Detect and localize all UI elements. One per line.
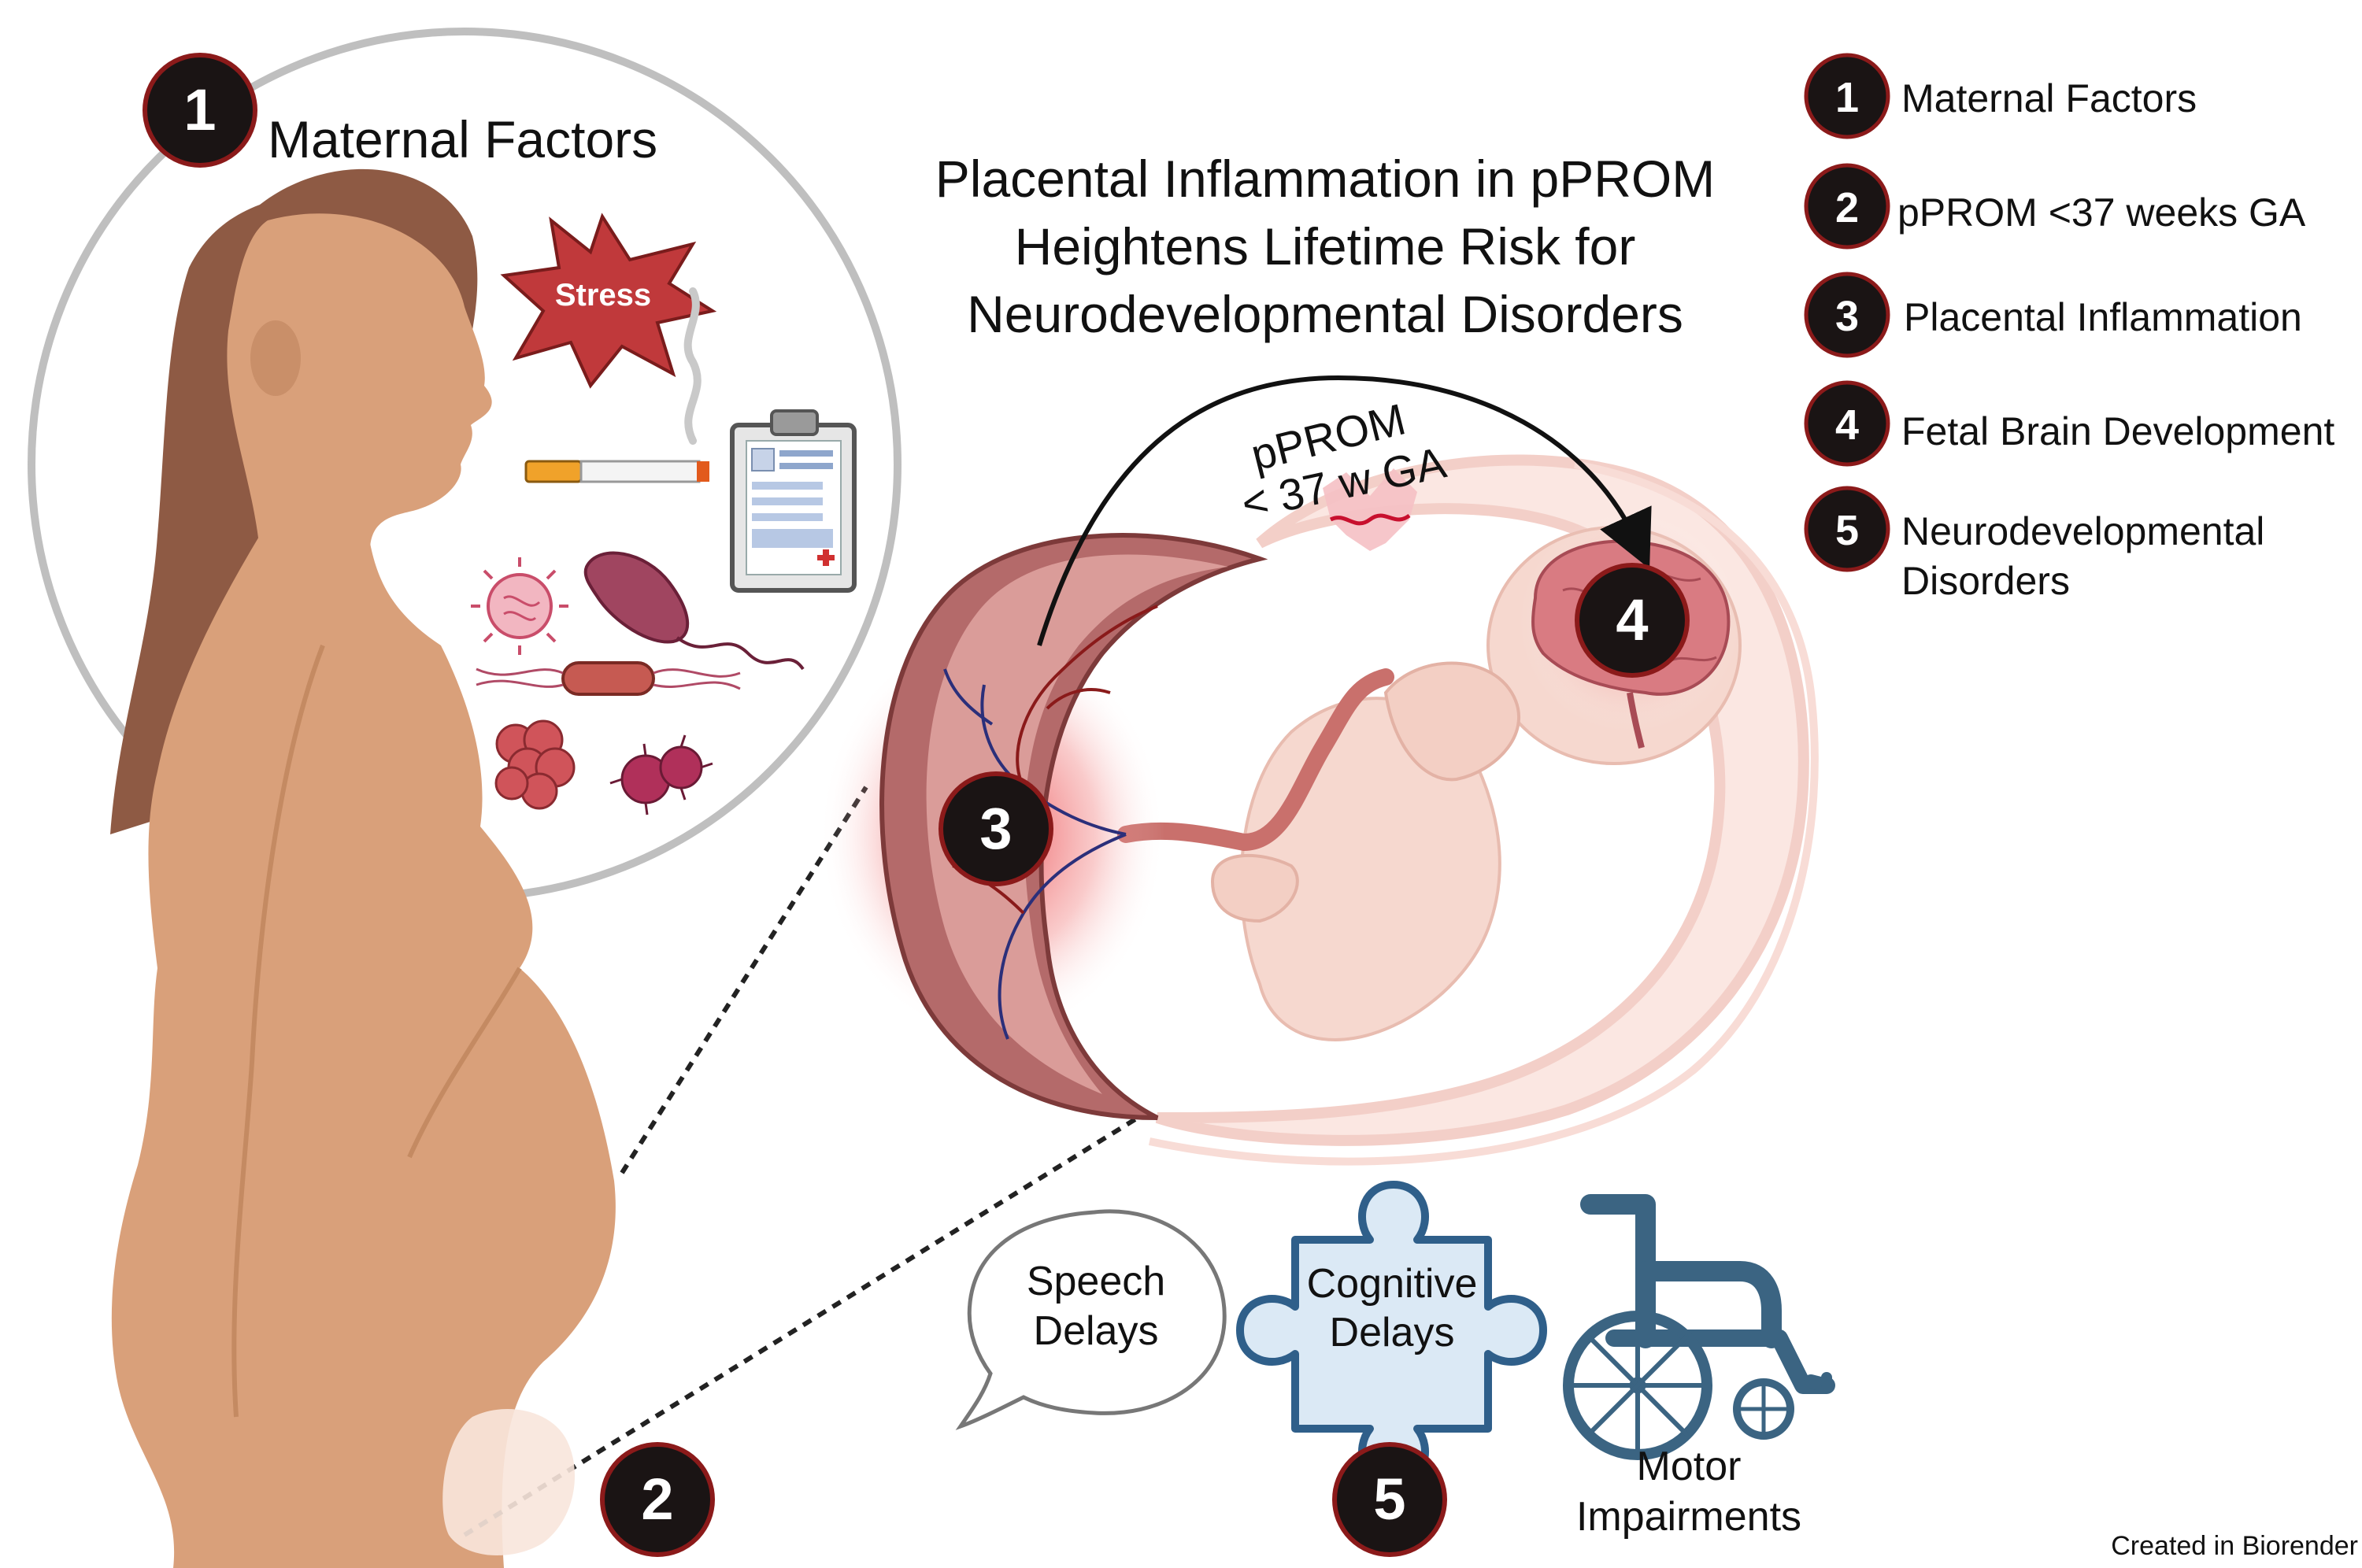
speech-bubble-icon [955, 1209, 1227, 1430]
motor-impairments-line1: Motor [1637, 1444, 1742, 1489]
cocci-cluster-icon [494, 719, 576, 810]
svg-text:3: 3 [1835, 293, 1859, 340]
svg-text:4: 4 [1835, 401, 1859, 449]
title-line-3: Neurodevelopmental Disorders [967, 285, 1683, 343]
fluid-leak-icon [442, 1409, 575, 1556]
svg-text:3: 3 [979, 796, 1012, 861]
legend-label-3: Placental Inflammation [1904, 295, 2302, 339]
zoom-line-lower [463, 1115, 1139, 1537]
badge-1: 1 [143, 53, 257, 168]
belly-contour [407, 967, 522, 1159]
badge-4: 4 [1575, 563, 1690, 678]
speech-delays-line1: Speech [1027, 1259, 1165, 1304]
virus-icon [471, 557, 568, 655]
svg-text:2: 2 [641, 1466, 673, 1532]
badge-2: 2 [600, 1442, 715, 1557]
badge-5: 5 [1332, 1442, 1447, 1557]
wheelchair-icon [1563, 1194, 1835, 1460]
svg-text:1: 1 [183, 77, 216, 142]
svg-text:1: 1 [1835, 74, 1859, 121]
legend-label-4: Fetal Brain Development [1901, 409, 2334, 453]
cigarette-icon [524, 287, 709, 483]
pprom-arrow-arc [1037, 375, 1652, 646]
speech-delays-line2: Delays [1034, 1308, 1159, 1354]
legend-label-5-line1: Neurodevelopmental [1901, 509, 2264, 553]
umbilical-cord [1117, 668, 1394, 852]
cognitive-delays-line1: Cognitive [1307, 1261, 1478, 1307]
medical-clipboard-icon [730, 409, 857, 593]
maternal-factors-label: Maternal Factors [268, 110, 657, 168]
stress-label: Stress [555, 278, 651, 312]
bacterium-flagellated-icon [476, 661, 741, 696]
legend-item-5: 5 Neurodevelopmental Disorders [1804, 486, 2264, 603]
motor-impairments-line2: Impairments [1576, 1494, 1801, 1540]
stress-burst-icon: Stress [500, 213, 717, 389]
head-shape [227, 213, 492, 551]
bacterium-rod-icon [583, 551, 805, 671]
diplococcus-icon [609, 734, 713, 815]
membrane-rupture-icon [1323, 468, 1417, 551]
title-line-2: Heightens Lifetime Risk for [1015, 217, 1636, 276]
puzzle-piece-icon [1236, 1181, 1547, 1488]
body-shape [111, 535, 616, 1568]
svg-text:2: 2 [1835, 184, 1859, 231]
amniotic-sac [1155, 454, 1809, 1146]
pregnant-woman-figure [110, 168, 616, 1568]
arm-contour [231, 644, 325, 1418]
sac-outline-outer [1148, 460, 1819, 1166]
ear-shape [250, 320, 301, 396]
legend-item-4: 4 Fetal Brain Development [1804, 380, 2334, 467]
legend-label-5-line2: Disorders [1901, 559, 2070, 603]
cognitive-delays-line2: Delays [1330, 1310, 1455, 1355]
legend: 1 Maternal Factors 2 pPROM <37 weeks GA … [1804, 53, 2334, 603]
legend-label-2: pPROM <37 weeks GA [1897, 190, 2306, 235]
legend-item-2: 2 pPROM <37 weeks GA [1804, 163, 2306, 250]
credit-text: Created in Biorender [2111, 1531, 2358, 1561]
svg-text:5: 5 [1373, 1466, 1405, 1532]
svg-text:5: 5 [1835, 507, 1859, 554]
legend-label-1: Maternal Factors [1901, 76, 2197, 120]
badge-3: 3 [939, 771, 1053, 886]
zoom-line-upper [620, 786, 868, 1174]
legend-item-1: 1 Maternal Factors [1804, 53, 2197, 139]
svg-text:4: 4 [1616, 587, 1648, 653]
title-line-1: Placental Inflammation in pPROM [935, 150, 1715, 208]
placenta-inner-tissue [926, 554, 1228, 1094]
legend-item-3: 3 Placental Inflammation [1804, 272, 2302, 358]
